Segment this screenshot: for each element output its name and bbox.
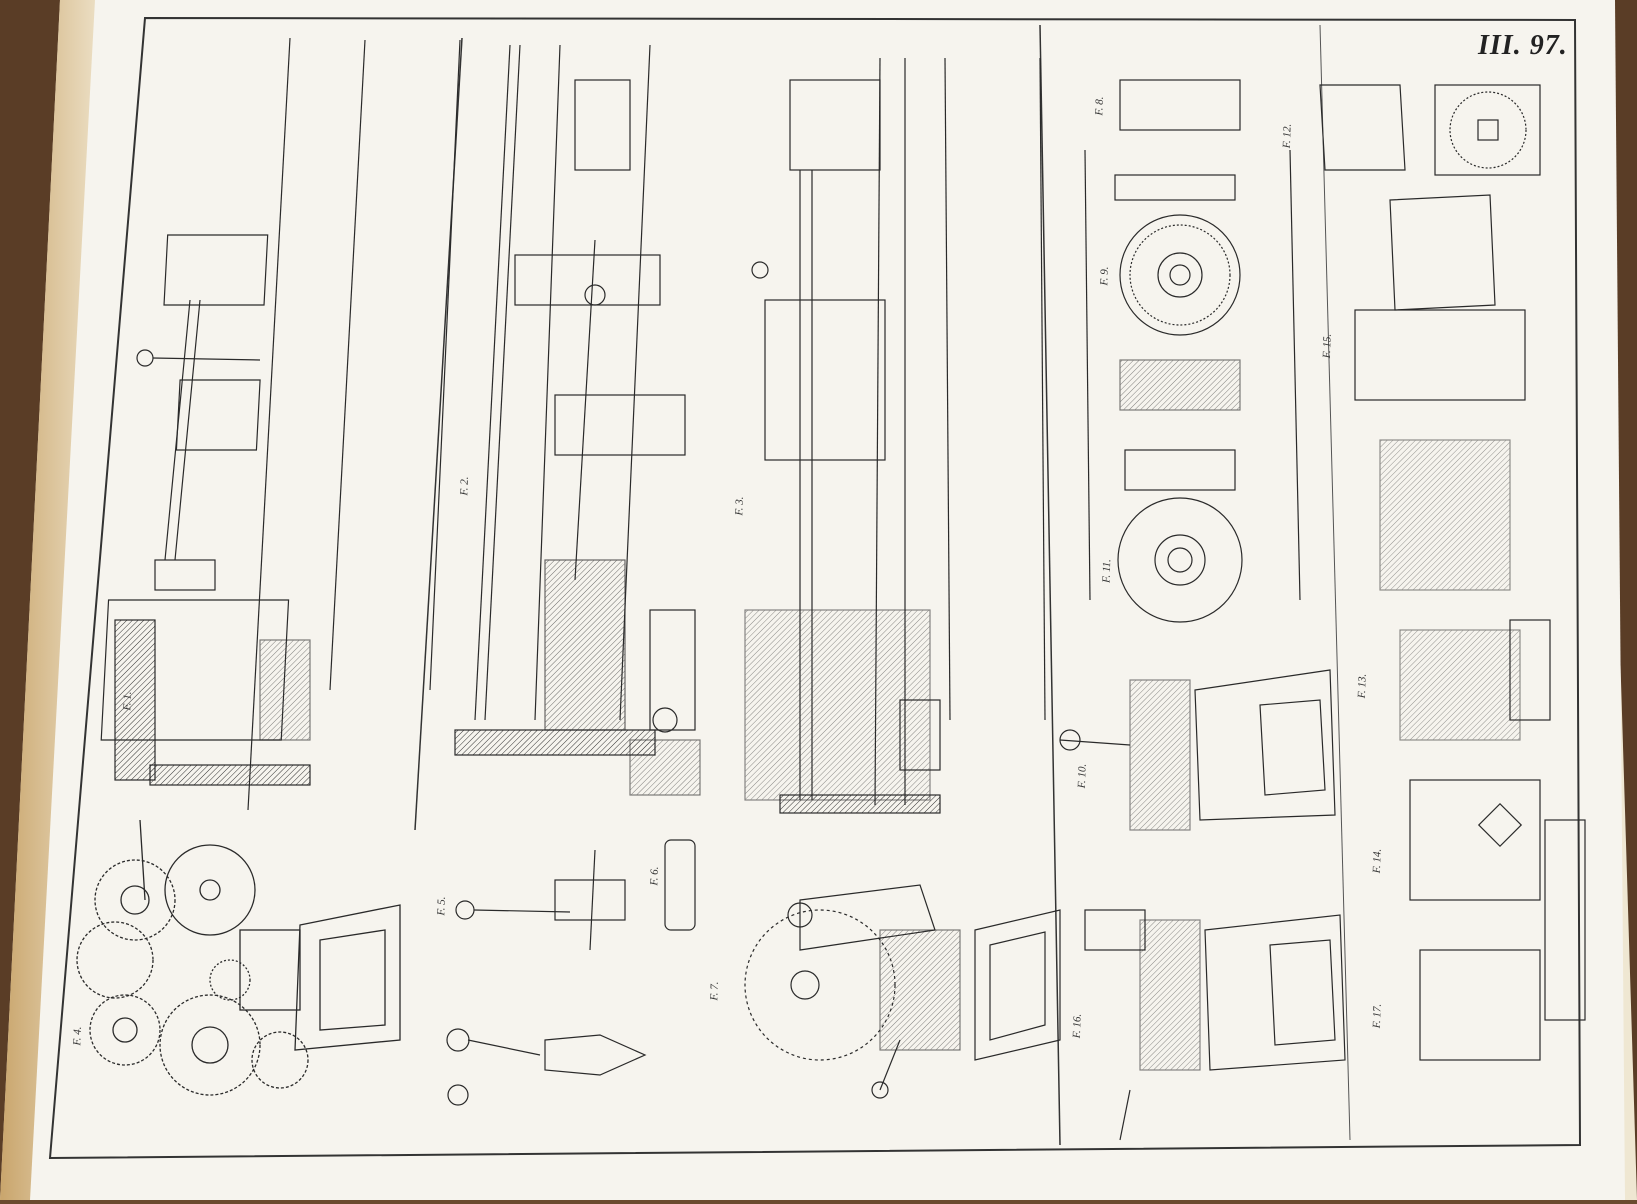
figures-14-16-machines <box>1059 669 1346 1141</box>
figure-4-gear-train <box>76 819 401 1096</box>
figure-label-7: F. 7. <box>708 981 721 1001</box>
figure-5-6-details <box>446 839 696 1106</box>
figure-label-12: F. 12. <box>1280 123 1294 149</box>
figure-label-10: F. 10. <box>1075 763 1089 789</box>
figure-1-lathe <box>100 37 461 811</box>
figures-8-13-parts <box>1084 79 1301 623</box>
figure-label-5: F. 5. <box>435 896 448 916</box>
figure-2-lathe <box>454 44 701 796</box>
figure-label-13: F. 13. <box>1355 673 1369 699</box>
plate-border <box>48 16 1582 1160</box>
figure-3-lathe <box>744 57 1046 814</box>
figures-15-17-chucks <box>1319 84 1586 1061</box>
figure-label-8: F. 8. <box>1093 96 1106 116</box>
divider-3 <box>1319 24 1351 1141</box>
figure-label-15: F. 15. <box>1320 333 1334 359</box>
figure-label-6: F. 6. <box>648 866 661 886</box>
figure-label-4: F. 4. <box>71 1026 84 1046</box>
plate-number: III. 97. <box>1478 30 1568 61</box>
figure-label-17: F. 17. <box>1370 1003 1384 1029</box>
figure-label-16: F. 16. <box>1070 1013 1084 1039</box>
figure-label-1: F. 1. <box>121 691 134 711</box>
divider-2 <box>1039 24 1061 1146</box>
figure-label-9: F. 9. <box>1098 266 1111 286</box>
figure-7-mechanism <box>744 884 1061 1099</box>
figure-label-14: F. 14. <box>1370 848 1384 874</box>
figure-label-11: F. 11. <box>1100 558 1114 584</box>
figure-label-2: F. 2. <box>458 476 471 496</box>
figure-label-3: F. 3. <box>733 496 746 516</box>
